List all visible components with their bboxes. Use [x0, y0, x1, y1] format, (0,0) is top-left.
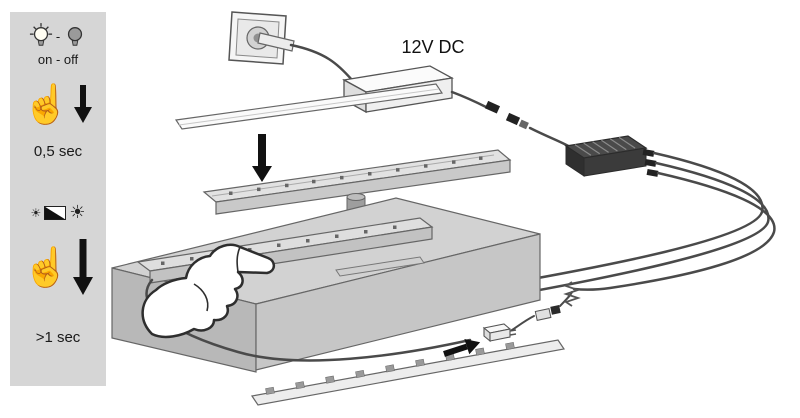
onoff-label: on - off	[37, 52, 79, 67]
arrow-down-long-icon	[73, 239, 94, 295]
bulb-on-icon	[29, 23, 52, 46]
led-strip	[250, 339, 566, 406]
led-dots	[229, 156, 483, 195]
onoff-icons-row: -	[29, 22, 87, 50]
psu-output-cable	[450, 90, 574, 150]
mounting-rail	[335, 256, 425, 277]
connector-arrow-icon	[443, 338, 481, 357]
cable-coupler-icon	[505, 112, 521, 126]
press-finger-icon: ☝	[22, 84, 71, 126]
mains-cable	[289, 43, 354, 82]
short-press-duration: 0,5 sec	[33, 143, 83, 160]
dimming-icons-row: ☀ ☀	[31, 202, 86, 223]
wall-outlet	[228, 11, 295, 65]
inline-connector	[511, 291, 573, 331]
assembly-arrow-down-icon	[252, 134, 272, 182]
output-connector-icon	[644, 159, 657, 167]
arrow-down-short-icon	[74, 85, 93, 123]
output-connector-icon	[646, 169, 659, 177]
sun-bright-icon: ☀	[69, 202, 86, 222]
dim-gradient-icon	[44, 205, 67, 220]
sidebar-legend: - on - off ☝ 0,5 sec ☀ ☀ ☝	[10, 12, 106, 386]
spring-icon	[563, 281, 581, 307]
onoff-separator: -	[55, 28, 61, 44]
short-press-row: ☝	[23, 83, 93, 127]
distributor-box	[564, 135, 659, 177]
led-packages	[265, 342, 515, 395]
power-plug	[257, 32, 295, 52]
bulb-off-icon	[68, 27, 83, 46]
distributor-ribs	[574, 136, 636, 156]
long-press-row: ☝	[22, 237, 94, 299]
diffuser-cover	[174, 83, 444, 130]
cable-connector-icon	[484, 100, 501, 114]
long-press-duration: >1 sec	[35, 329, 81, 346]
strip-connector	[482, 323, 517, 343]
led-profile-floating	[202, 149, 512, 215]
hand-touch	[141, 243, 276, 339]
output-connector-icon	[642, 149, 655, 157]
sun-dim-icon: ☀	[30, 205, 42, 220]
psu-label: 12V DC	[401, 37, 464, 57]
press-finger-long-icon: ☝	[22, 247, 71, 289]
